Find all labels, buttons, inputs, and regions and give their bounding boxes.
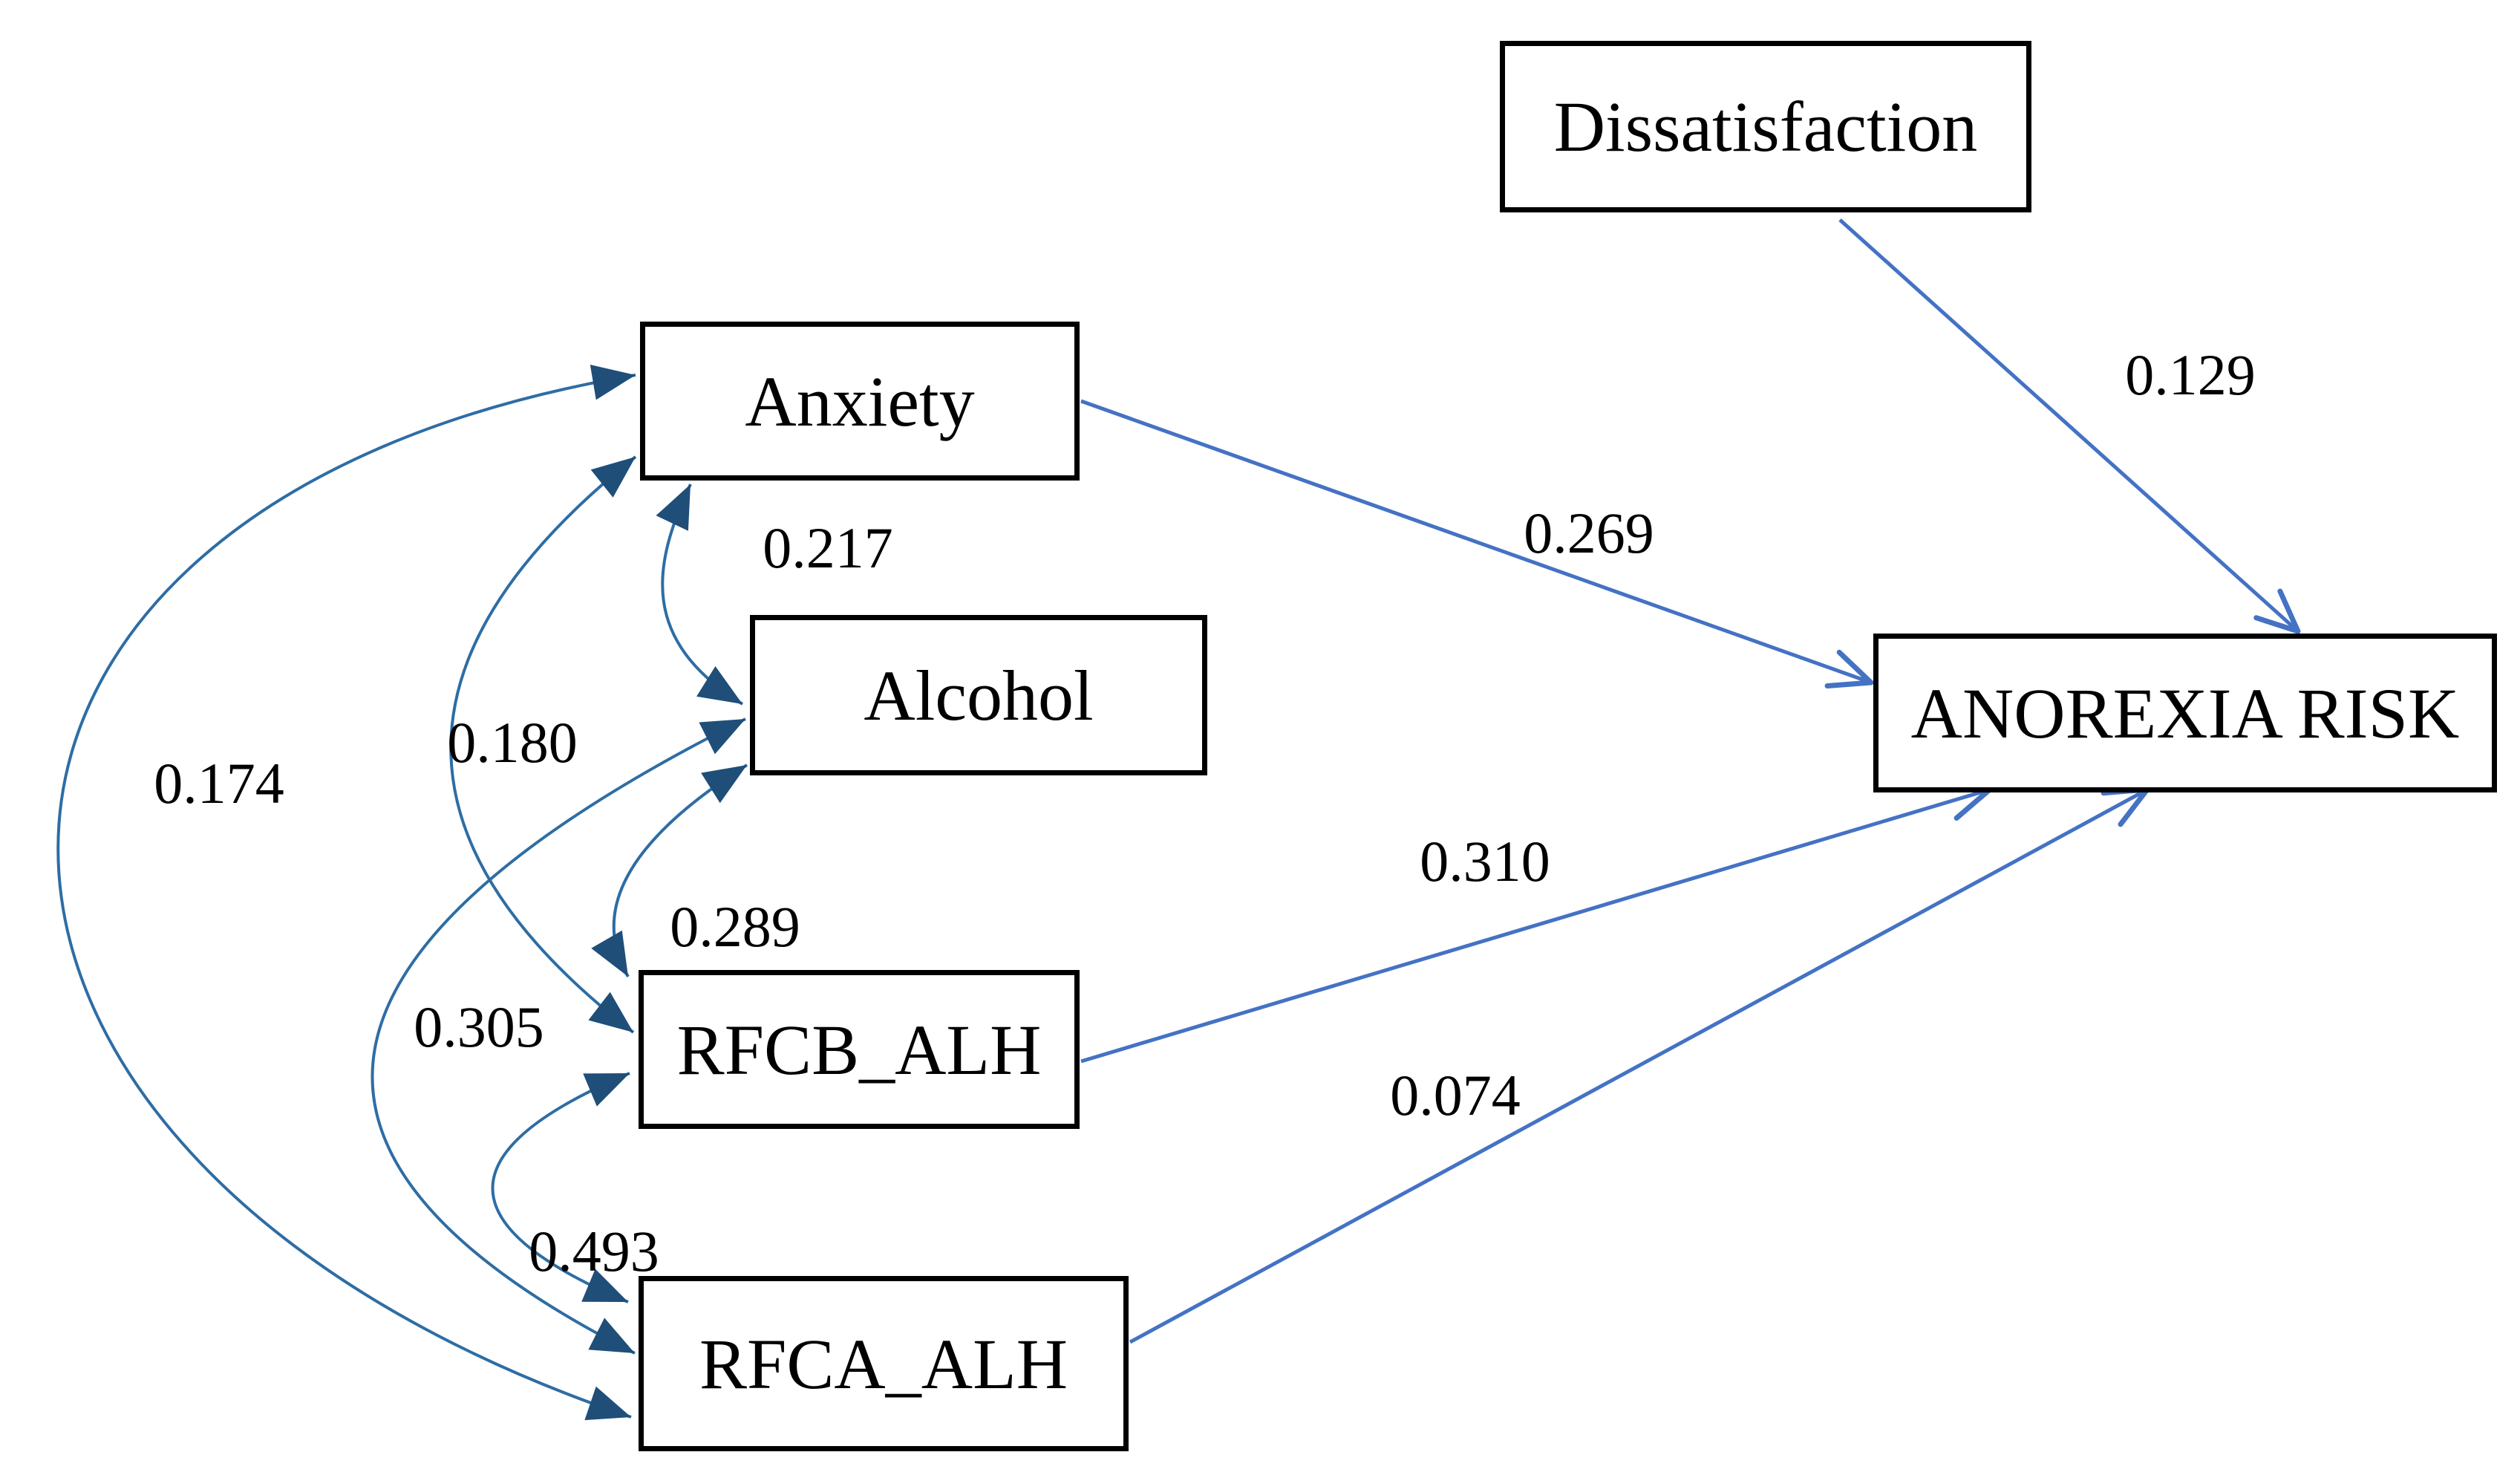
node-label-anorexia-risk: ANOREXIA RISK [1910, 673, 2460, 753]
covariance-anxiety-rfcb-alh [449, 455, 637, 1034]
node-box-alcohol: Alcohol [750, 615, 1207, 775]
arrow-rfcb-alh-to-anorexia-risk [1080, 781, 1993, 1064]
node-label-alcohol: Alcohol [864, 655, 1094, 735]
coefficient-anxiety-rfcb: 0.305 [414, 994, 544, 1059]
coefficient-alcohol-rfcb: 0.289 [670, 894, 800, 959]
coefficient-rfcb-anorexia: 0.310 [1420, 829, 1550, 893]
node-label-rfca-alh: RFCA_ALH [699, 1324, 1068, 1404]
arrow-rfca-alh-to-anorexia-risk [1129, 787, 2150, 1344]
covariance-anxiety-alcohol [656, 484, 744, 706]
node-label-rfcb-alh: RFCB_ALH [676, 1009, 1042, 1090]
arrow-anxiety-to-anorexia-risk [1080, 399, 1874, 688]
coefficient-anxiety-anorexia: 0.269 [1524, 501, 1654, 565]
node-box-dissatisfaction: Dissatisfaction [1500, 41, 2031, 212]
coefficient-alcohol-rfca: 0.180 [447, 710, 578, 775]
arrow-dissatisfaction-to-anorexia-risk [1838, 218, 2301, 634]
coefficient-rfcb-rfca: 0.493 [529, 1219, 659, 1283]
coefficient-dissatisfaction-anorexia: 0.129 [2125, 342, 2256, 407]
node-box-rfcb-alh: RFCB_ALH [639, 970, 1080, 1129]
node-box-anxiety: Anxiety [640, 322, 1080, 481]
coefficient-anxiety-alcohol: 0.217 [763, 515, 893, 580]
coefficient-anxiety-rfca: 0.174 [154, 751, 284, 815]
node-label-anxiety: Anxiety [745, 361, 975, 441]
covariance-anxiety-rfca-alh [56, 365, 636, 1421]
node-label-dissatisfaction: Dissatisfaction [1553, 87, 1978, 166]
covariance-rfcb-alh-rfca-alh [491, 1072, 630, 1303]
node-box-anorexia-risk: ANOREXIA RISK [1873, 634, 2497, 792]
node-box-rfca-alh: RFCA_ALH [639, 1276, 1129, 1451]
covariance-alcohol-rfcb-alh [591, 764, 748, 977]
coefficient-rfca-anorexia: 0.074 [1390, 1063, 1521, 1127]
covariance-alcohol-rfca-alh [371, 717, 746, 1355]
